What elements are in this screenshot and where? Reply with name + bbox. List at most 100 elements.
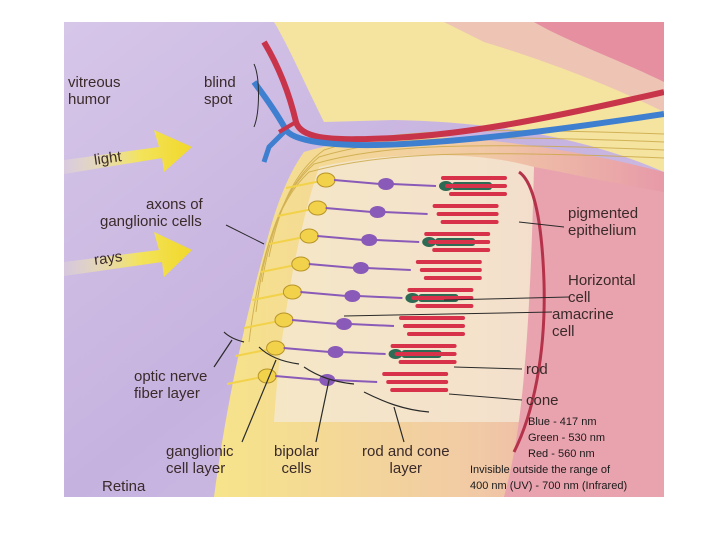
rod-cell bbox=[407, 332, 465, 336]
label-line: cell bbox=[552, 323, 575, 340]
leader-lines bbox=[225, 63, 570, 401]
bipolar-dendrite bbox=[283, 347, 330, 353]
bipolar-dendrite bbox=[275, 375, 322, 381]
label-line: ganglionic cells bbox=[100, 213, 202, 230]
rays-arrow bbox=[64, 232, 192, 277]
ganglion-cell bbox=[266, 340, 286, 356]
blue-branch bbox=[261, 128, 288, 163]
label-line: fiber layer bbox=[134, 385, 200, 402]
visible-range-note: Invisible outside the range of bbox=[470, 464, 611, 476]
retina-diagram: vitreous humor blind spot light axons of… bbox=[64, 22, 664, 497]
label-line: bipolar bbox=[274, 443, 320, 460]
red-vessel bbox=[261, 40, 664, 143]
rod-cell bbox=[386, 380, 449, 384]
label-retina: Retina bbox=[102, 478, 146, 495]
bipolar-axon bbox=[358, 295, 403, 299]
label-line: cell bbox=[568, 289, 591, 306]
bipolar-cell bbox=[369, 206, 386, 218]
label-bipolar-cells: bipolar cells bbox=[274, 443, 319, 477]
ganglion-cell bbox=[274, 312, 294, 328]
pigment-line bbox=[512, 170, 546, 453]
rod-cell bbox=[407, 288, 474, 292]
rod-cell bbox=[390, 344, 457, 348]
layer-brackets bbox=[213, 331, 430, 443]
rod-cell bbox=[436, 212, 499, 216]
retinal-cells bbox=[227, 172, 507, 392]
rod-cell bbox=[399, 316, 465, 320]
rod-cell bbox=[441, 176, 507, 180]
red-branch bbox=[277, 120, 298, 134]
ganglion-cell bbox=[316, 172, 336, 188]
rod-cell bbox=[415, 260, 482, 264]
blue-vessel bbox=[251, 80, 664, 149]
bipolar-cell bbox=[378, 178, 394, 190]
bipolar-dendrite bbox=[333, 179, 381, 185]
label-line: pigmented bbox=[568, 205, 639, 222]
bipolar-cell bbox=[344, 290, 361, 302]
bipolar-dendrite bbox=[317, 235, 364, 241]
rod-cell bbox=[432, 204, 499, 208]
choroid bbox=[504, 167, 664, 497]
bipolar-axon bbox=[375, 239, 420, 243]
label-line: Horizontal bbox=[568, 272, 636, 289]
rod-cell bbox=[419, 268, 482, 272]
rod-cell bbox=[411, 296, 474, 300]
label-line: epithelium bbox=[568, 222, 637, 239]
label-cone: cone bbox=[526, 392, 559, 409]
bipolar-axon bbox=[383, 211, 428, 215]
bipolar-cell bbox=[352, 262, 369, 274]
label-amacrine-cell: amacrine cell bbox=[552, 306, 614, 340]
bipolar-dendrite bbox=[291, 319, 339, 325]
bipolar-axon bbox=[391, 183, 437, 187]
label-rod: rod bbox=[526, 361, 548, 378]
wavelength-blue: Blue - 417 nm bbox=[528, 416, 597, 428]
label-line: vitreous bbox=[68, 74, 121, 91]
rod-cell bbox=[432, 248, 491, 252]
label-line: humor bbox=[68, 91, 111, 108]
bipolar-axon bbox=[333, 379, 378, 383]
bipolar-dendrite bbox=[325, 207, 372, 213]
label-line: cells bbox=[281, 460, 312, 477]
rod-cell bbox=[403, 324, 465, 328]
label-rod-and-cone-layer: rod and cone layer bbox=[362, 443, 450, 477]
label-optic-nerve-fiber-layer: optic nerve fiber layer bbox=[134, 368, 207, 402]
label-line: optic nerve bbox=[134, 368, 208, 385]
label-line: layer bbox=[389, 460, 423, 477]
rod-cell bbox=[390, 388, 449, 392]
label-horizontal-cell: Horizontal cell bbox=[568, 272, 636, 306]
label-line: rod and cone bbox=[362, 443, 450, 460]
wavelength-red: Red - 560 nm bbox=[528, 448, 595, 460]
label-line: axons of bbox=[146, 196, 203, 213]
rod-cell bbox=[415, 304, 474, 308]
ganglion-cell bbox=[282, 284, 302, 300]
visible-range-values: 400 nm (UV) - 700 nm (Infrared) bbox=[470, 480, 628, 492]
label-line: amacrine bbox=[552, 306, 614, 323]
rod-cell bbox=[424, 232, 491, 236]
label-line: ganglionic bbox=[166, 443, 234, 460]
rod-cell bbox=[445, 184, 507, 188]
label-vitreous-humor: vitreous humor bbox=[68, 74, 121, 108]
ganglion-cell bbox=[308, 200, 328, 216]
label-pigmented-epithelium: pigmented epithelium bbox=[568, 205, 638, 239]
wavelength-green: Green - 530 nm bbox=[528, 432, 606, 444]
bipolar-axon bbox=[366, 267, 411, 271]
light-arrow bbox=[64, 130, 192, 174]
label-axons: axons of ganglionic cells bbox=[100, 196, 203, 230]
bipolar-axon bbox=[341, 351, 386, 355]
bipolar-axon bbox=[349, 323, 395, 327]
retina-illustration bbox=[64, 22, 664, 497]
rod-cell bbox=[382, 372, 449, 376]
bipolar-cell bbox=[361, 234, 378, 246]
bipolar-cell bbox=[336, 318, 352, 330]
rod-cell bbox=[423, 276, 482, 280]
rod-cell bbox=[449, 192, 507, 196]
rod-cell bbox=[440, 220, 499, 224]
label-ganglionic-cell-layer: ganglionic cell layer bbox=[166, 443, 234, 477]
rod-cell bbox=[394, 352, 457, 356]
ganglion-cell bbox=[291, 256, 311, 272]
label-blind-spot: blind spot bbox=[204, 74, 236, 108]
rod-cell bbox=[398, 360, 457, 364]
bipolar-dendrite bbox=[300, 291, 347, 297]
label-line: cell layer bbox=[166, 460, 226, 477]
rod-cell bbox=[428, 240, 491, 244]
